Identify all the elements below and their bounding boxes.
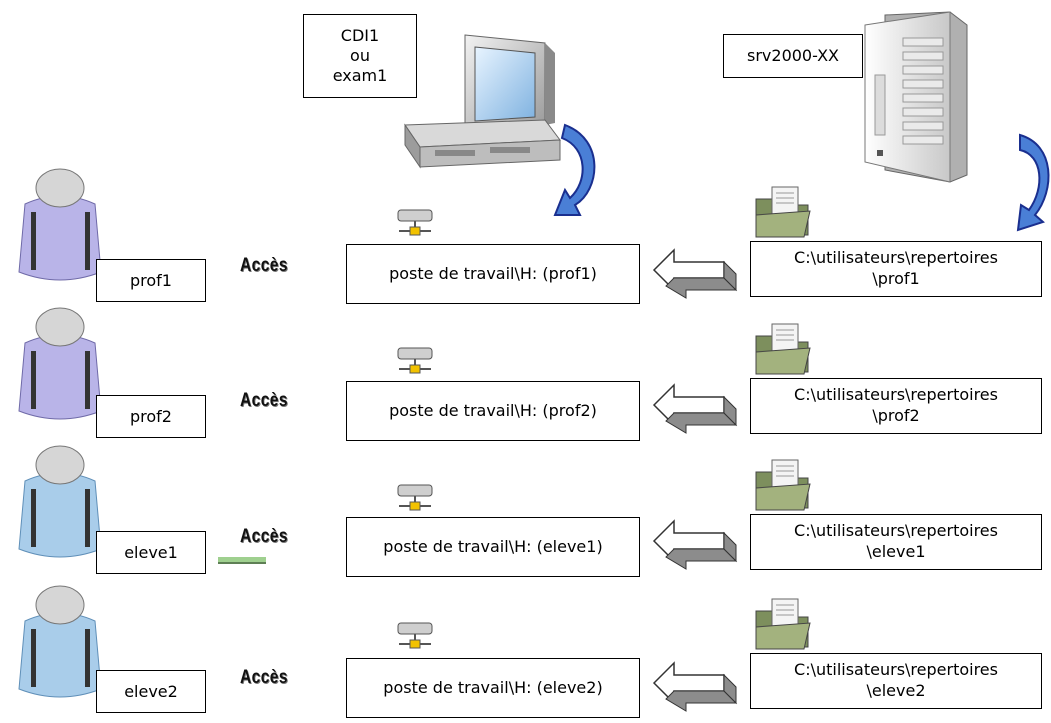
user-icon (18, 445, 102, 558)
client-line-1: CDI1 (340, 26, 380, 45)
drive-path-box: poste de travail\H: (eleve2) (346, 658, 640, 718)
folder-icon (755, 323, 811, 375)
double-arrow-icon (652, 248, 738, 299)
drive-path-box: poste de travail\H: (prof2) (346, 381, 640, 441)
divider (218, 557, 266, 564)
user-label: prof1 (96, 259, 206, 302)
server-path-box: C:\utilisateurs\repertoires \eleve2 (750, 653, 1042, 709)
user-label: eleve1 (96, 531, 206, 574)
double-arrow-icon (652, 519, 738, 570)
curved-arrow-icon (1016, 133, 1050, 232)
double-arrow-icon (652, 383, 738, 434)
access-label: Accès (240, 255, 288, 276)
folder-icon (755, 459, 811, 511)
user-label: prof2 (96, 395, 206, 438)
double-arrow-icon (652, 661, 738, 712)
user-icon (18, 307, 102, 420)
folder-icon (755, 598, 811, 650)
drive-path-box: poste de travail\H: (prof1) (346, 244, 640, 304)
network-drive-icon (397, 209, 433, 236)
server-tower-icon (864, 11, 968, 183)
user-label: eleve2 (96, 670, 206, 713)
server-path-box: C:\utilisateurs\repertoires \prof1 (750, 241, 1042, 297)
network-drive-icon (397, 484, 433, 511)
client-line-2: ou (350, 46, 370, 65)
network-drive-icon (397, 347, 433, 374)
client-machine-label: CDI1 ou exam1 (303, 14, 417, 98)
folder-icon (755, 186, 811, 238)
server-label: srv2000-XX (723, 34, 863, 78)
client-line-3: exam1 (332, 66, 388, 85)
curved-arrow-icon (553, 123, 596, 216)
server-path-box: C:\utilisateurs\repertoires \eleve1 (750, 514, 1042, 570)
server-label-text: srv2000-XX (747, 46, 839, 65)
network-drive-icon (397, 622, 433, 649)
user-icon (18, 585, 102, 698)
access-label: Accès (240, 390, 288, 411)
server-path-box: C:\utilisateurs\repertoires \prof2 (750, 378, 1042, 434)
access-label: Accès (240, 667, 288, 688)
desktop-computer-icon (404, 34, 561, 169)
access-label: Accès (240, 526, 288, 547)
drive-path-box: poste de travail\H: (eleve1) (346, 517, 640, 577)
